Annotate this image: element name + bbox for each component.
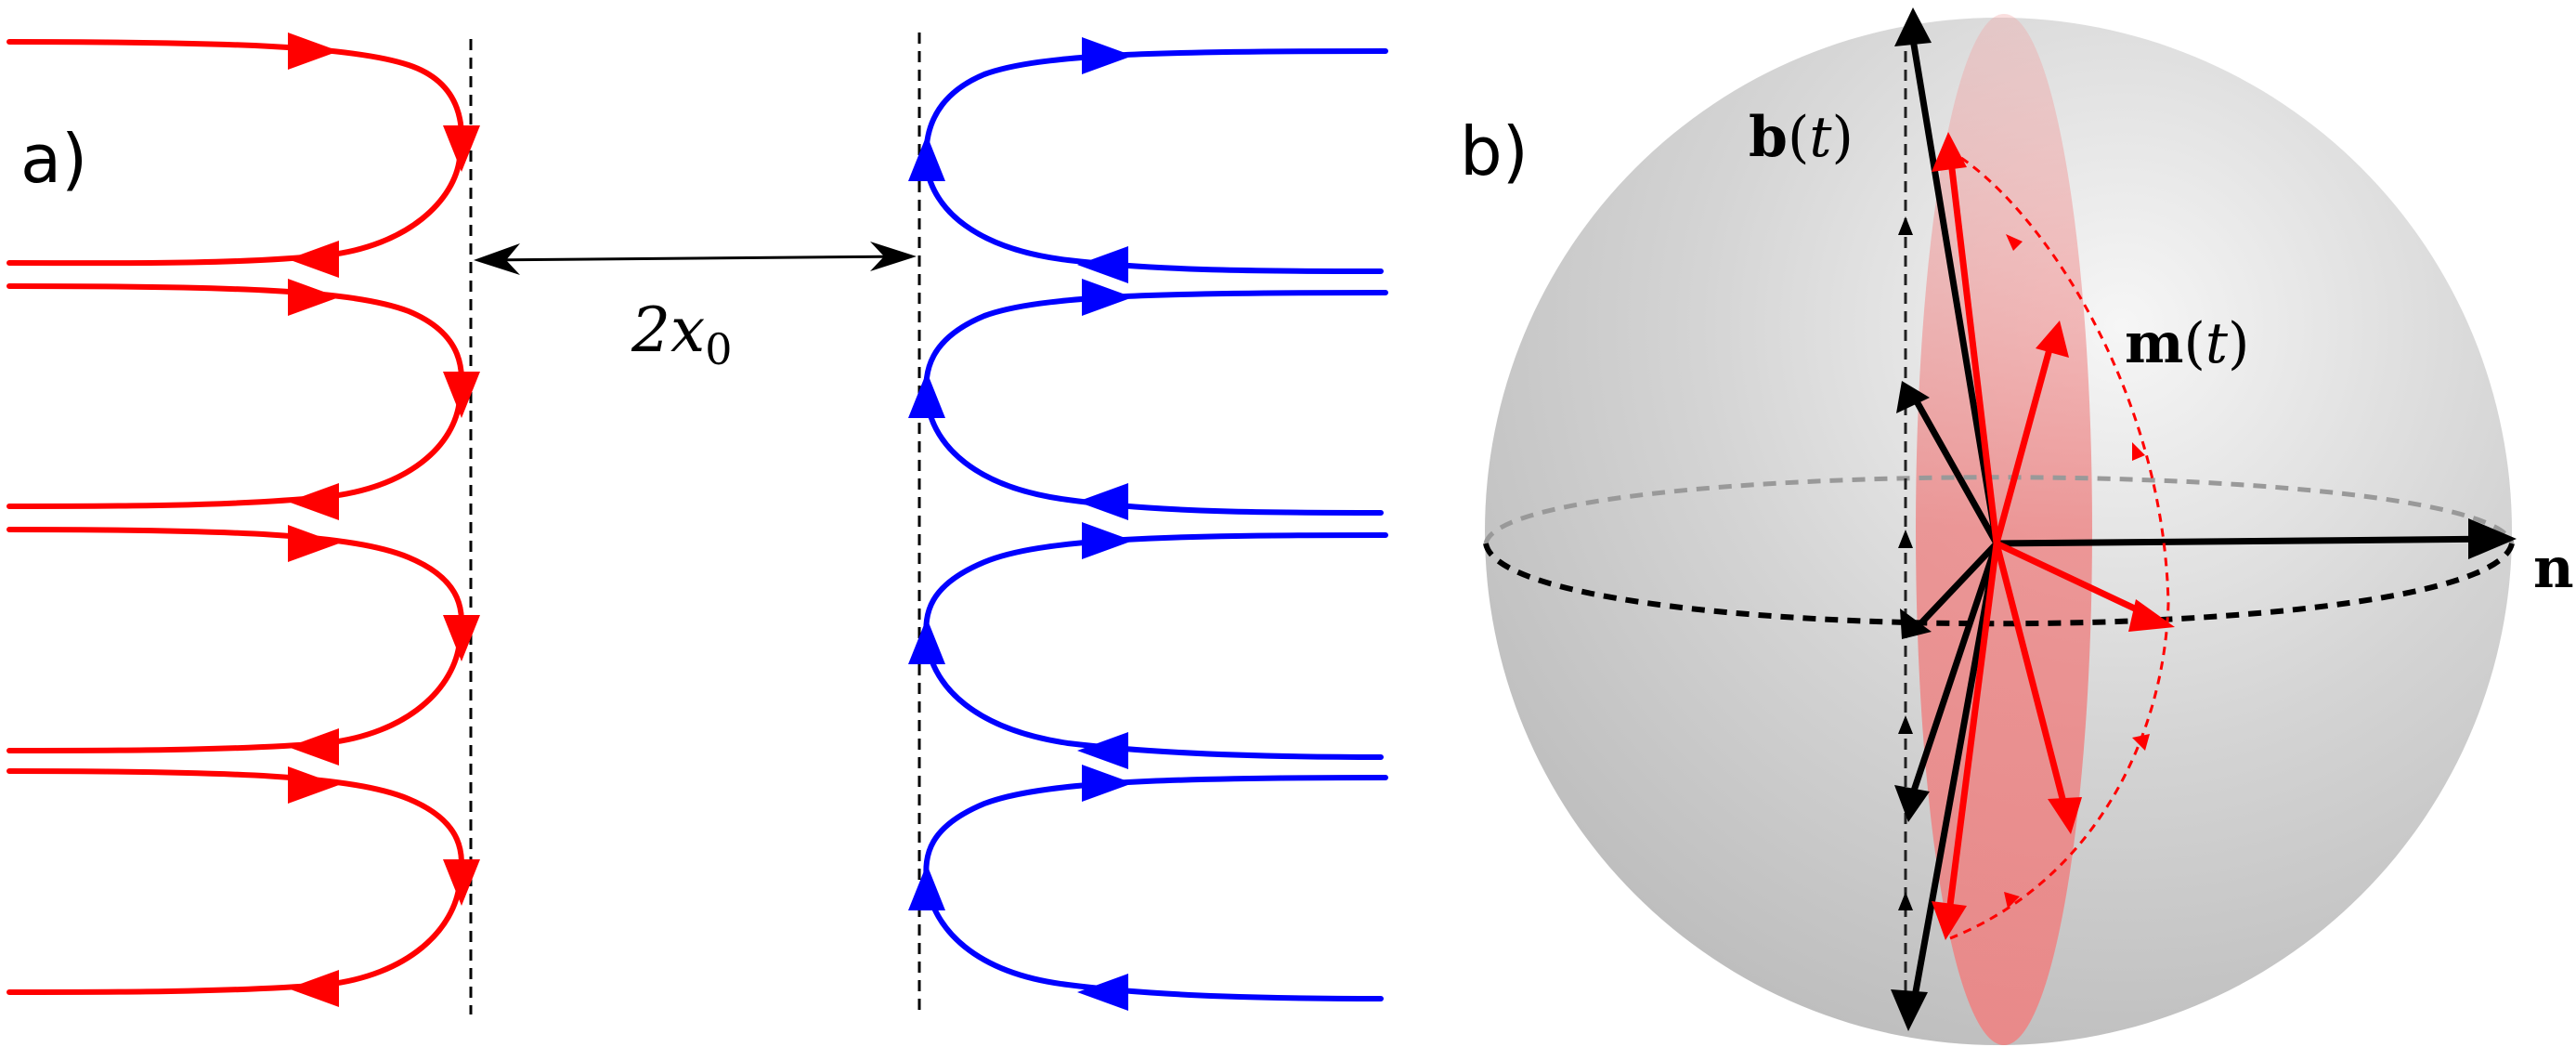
black-arrowhead xyxy=(1891,989,1928,1031)
red-arrowhead xyxy=(288,483,339,520)
red-arrowhead xyxy=(288,279,339,316)
black-vectors xyxy=(1907,27,2508,1018)
panel-b-label: b) xyxy=(1460,112,1529,190)
left-loop-3 xyxy=(7,527,464,753)
m-vector xyxy=(1993,543,2070,814)
red-arrowhead xyxy=(443,125,480,172)
right-loop-3 xyxy=(923,532,1388,760)
black-arrowheads xyxy=(1891,7,2517,1031)
m-vector xyxy=(1945,543,2000,921)
blue-arrowhead xyxy=(1077,483,1128,520)
red-arrowhead xyxy=(443,372,480,418)
blue-arrowhead xyxy=(1082,37,1133,74)
blue-arrowhead xyxy=(1082,522,1133,559)
blue-arrowhead xyxy=(908,135,945,181)
equator-back xyxy=(1483,475,2515,544)
right-loop-2 xyxy=(923,290,1388,516)
black-vector xyxy=(1909,393,2000,545)
black-vector xyxy=(1910,541,1999,635)
b-axis-small-arrows xyxy=(1898,216,1913,910)
panel-b: b) xyxy=(1460,7,2574,1045)
m-precession-path xyxy=(1949,156,2170,940)
m-vector xyxy=(1946,152,2000,544)
b-vector-top xyxy=(1907,27,2000,544)
b-label: b(t) xyxy=(1749,105,1854,170)
red-vector-arrowhead xyxy=(2036,321,2069,358)
right-loop-1 xyxy=(923,48,1388,274)
n-label: n xyxy=(2533,536,2574,601)
red-vector-arrowhead xyxy=(2128,599,2175,632)
m-vector xyxy=(1993,338,2056,544)
n-vector xyxy=(1996,535,2508,547)
red-vector-arrowhead xyxy=(2048,797,2082,834)
red-arrowhead xyxy=(443,859,480,906)
panel-a-label: a) xyxy=(20,120,87,198)
distance-label: 2x0 xyxy=(631,294,733,374)
red-disk xyxy=(1916,14,2092,1045)
blue-arrowhead xyxy=(1077,246,1128,283)
black-arrowhead xyxy=(1900,609,1932,639)
blue-arrowhead xyxy=(1077,974,1128,1011)
b-vector-bottom xyxy=(1907,543,2000,1018)
left-loop-4 xyxy=(7,768,464,995)
black-arrowhead xyxy=(1896,381,1930,413)
panel-a: a) 2x0 xyxy=(7,33,1388,1014)
right-blue-arrowheads xyxy=(908,37,1133,1011)
distance-arrow xyxy=(474,242,917,275)
red-arrowhead xyxy=(288,525,339,562)
red-arrowheads-b xyxy=(1932,132,2175,940)
red-vector-arrowhead xyxy=(1932,132,1967,172)
black-vector xyxy=(1907,542,2000,801)
red-arrowhead xyxy=(288,241,339,278)
right-blue-curves xyxy=(923,48,1388,1001)
m-precession-arrows xyxy=(2004,234,2150,909)
black-arrowhead xyxy=(1894,7,1932,46)
red-arrowhead xyxy=(443,615,480,661)
blue-arrowhead xyxy=(908,618,945,664)
red-arrowhead xyxy=(288,766,339,804)
m-vector xyxy=(1995,540,2156,622)
red-arrowhead xyxy=(288,33,339,70)
red-arrowhead xyxy=(288,970,339,1007)
right-loop-4 xyxy=(923,775,1388,1001)
blue-arrowhead xyxy=(908,372,945,418)
left-red-arrowheads xyxy=(288,33,480,1007)
blue-arrowhead xyxy=(1082,279,1133,316)
red-arrowhead xyxy=(288,728,339,766)
blue-arrowhead xyxy=(1082,765,1133,802)
n-arrowhead xyxy=(2468,518,2517,559)
m-label: m(t) xyxy=(2125,311,2249,376)
left-loop-2 xyxy=(7,283,464,509)
red-vector-arrowhead xyxy=(1932,901,1967,940)
blue-arrowhead xyxy=(1077,732,1128,769)
black-arrowhead xyxy=(1894,785,1930,822)
red-vectors xyxy=(1945,152,2156,921)
blue-arrowhead xyxy=(908,864,945,910)
